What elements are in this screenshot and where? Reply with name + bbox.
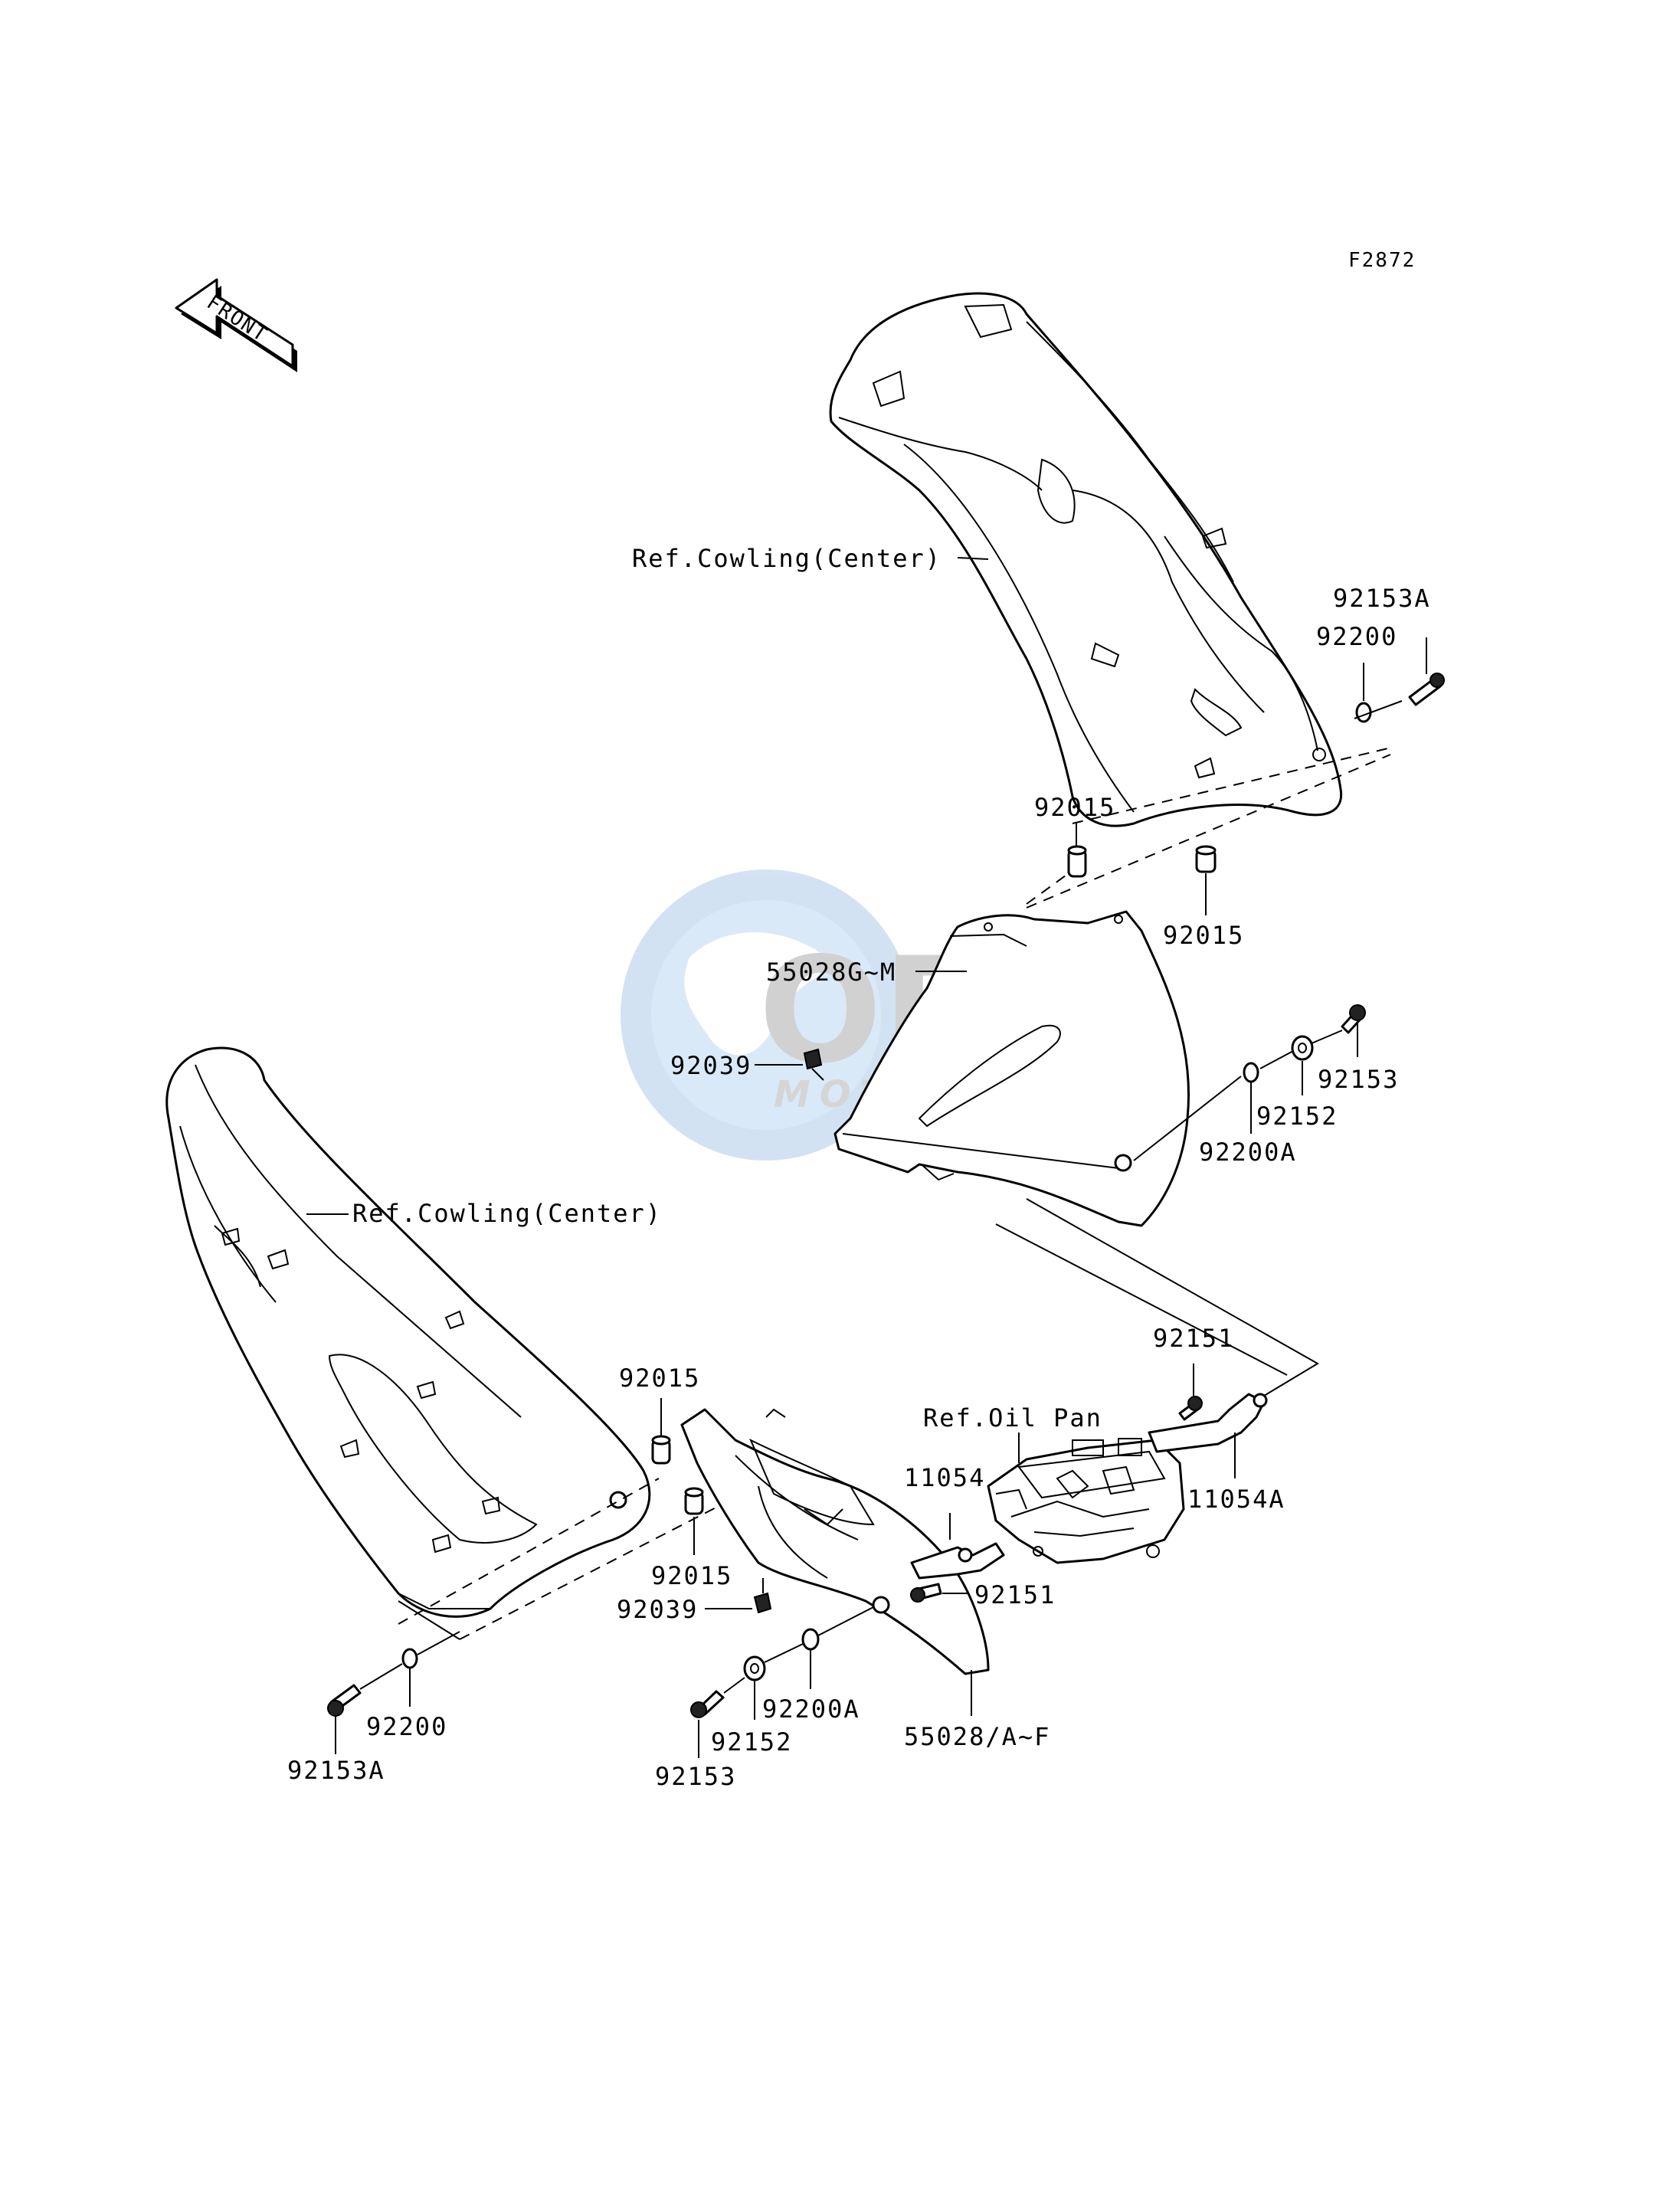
label-92039-bottom: 92039 bbox=[617, 1595, 698, 1624]
label-92015-b: 92015 bbox=[1163, 921, 1244, 950]
label-92152-right: 92152 bbox=[1256, 1102, 1338, 1131]
label-92200-top: 92200 bbox=[1316, 622, 1397, 651]
grommet-92015-c bbox=[651, 1435, 671, 1465]
grommet-92015-d bbox=[684, 1487, 704, 1515]
bracket-11054 bbox=[910, 1542, 1005, 1580]
bolt-92151-top bbox=[1178, 1396, 1203, 1421]
leader-ref-cowling-upper bbox=[957, 557, 989, 560]
washer-92200-bottom bbox=[401, 1648, 418, 1669]
front-arrow-icon: FRONT bbox=[175, 278, 297, 372]
bolt-92153-bottom bbox=[690, 1690, 725, 1718]
label-92153A-top: 92153A bbox=[1333, 584, 1431, 613]
label-92015-c: 92015 bbox=[619, 1364, 700, 1393]
label-ref-cowling-center-lower: Ref.Cowling(Center) bbox=[352, 1199, 662, 1228]
label-55028G-M: 55028G~M bbox=[766, 958, 896, 987]
label-92153-bottom: 92153 bbox=[655, 1762, 736, 1791]
oil-pan-ref bbox=[987, 1438, 1185, 1564]
bracket-11054A bbox=[1148, 1393, 1268, 1453]
grommet-92015-a bbox=[1067, 845, 1087, 878]
dash-upper-2 bbox=[1026, 754, 1391, 909]
washer-92152-right bbox=[1291, 1035, 1314, 1061]
bolt-92153-right bbox=[1341, 1004, 1366, 1034]
label-92152-bottom: 92152 bbox=[711, 1727, 792, 1757]
label-92039-top: 92039 bbox=[670, 1051, 752, 1080]
bolt-92153A-top bbox=[1408, 673, 1445, 706]
lower-cowling-ref bbox=[165, 1046, 651, 1618]
label-92200-bottom: 92200 bbox=[366, 1712, 447, 1741]
part-55028G-M bbox=[833, 910, 1190, 1227]
part-55028-A-F bbox=[680, 1408, 990, 1675]
label-92015-d: 92015 bbox=[651, 1561, 732, 1590]
washer-92200-top bbox=[1355, 702, 1372, 723]
label-ref-cowling-center-upper: Ref.Cowling(Center) bbox=[632, 544, 942, 573]
label-92151-mid: 92151 bbox=[974, 1580, 1056, 1609]
clip-92039-top bbox=[803, 1048, 824, 1081]
label-92153A-bottom: 92153A bbox=[287, 1756, 385, 1785]
label-92015-a: 92015 bbox=[1034, 793, 1115, 822]
dash-lower-2 bbox=[459, 1501, 729, 1640]
washer-92152-bottom bbox=[743, 1655, 766, 1681]
label-92200A-bottom: 92200A bbox=[762, 1694, 860, 1724]
label-92151-top: 92151 bbox=[1153, 1324, 1234, 1353]
washer-92200A-right bbox=[1243, 1062, 1259, 1083]
grommet-92015-b bbox=[1195, 845, 1217, 873]
label-11054: 11054 bbox=[904, 1463, 985, 1492]
clip-92039-bottom bbox=[753, 1578, 772, 1614]
label-ref-oil-pan: Ref.Oil Pan bbox=[923, 1403, 1102, 1432]
label-55028-A-F: 55028/A~F bbox=[904, 1722, 1050, 1751]
label-11054A: 11054A bbox=[1187, 1485, 1285, 1514]
bolt-92153A-bottom bbox=[327, 1684, 362, 1717]
upper-cowling-ref bbox=[829, 292, 1343, 827]
diagram-code: F2872 bbox=[1348, 249, 1416, 272]
dash-lower-1 bbox=[398, 1478, 660, 1625]
bolt-92151-mid bbox=[910, 1583, 942, 1603]
label-92153-right: 92153 bbox=[1318, 1065, 1399, 1094]
washer-92200A-bottom bbox=[801, 1628, 820, 1651]
label-92200A-right: 92200A bbox=[1199, 1138, 1297, 1167]
